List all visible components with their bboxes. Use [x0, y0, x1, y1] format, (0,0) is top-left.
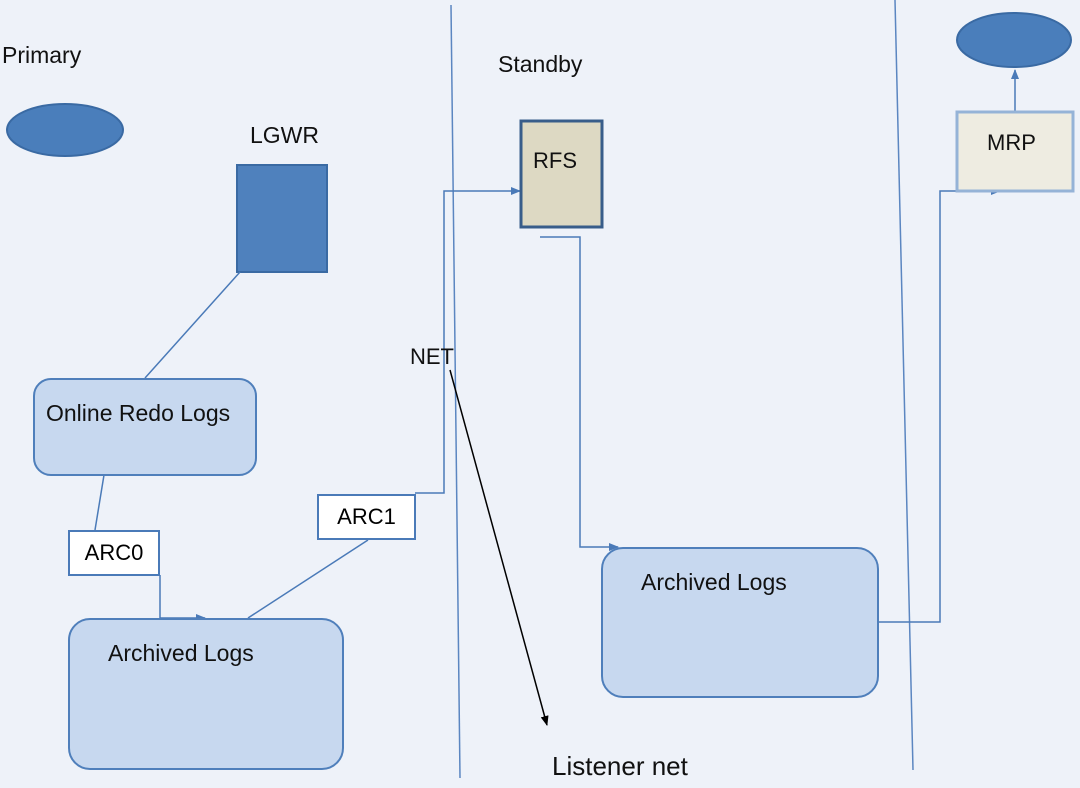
mrp-box	[955, 110, 1075, 193]
net-label: NET	[410, 344, 454, 369]
arc1-box: ARC1	[317, 494, 416, 540]
primary-archived-logs-box: Archived Logs	[68, 618, 344, 770]
arc1-label: ARC1	[337, 504, 396, 529]
online-redo-logs-box: Online Redo Logs	[33, 378, 257, 476]
primary-section-label: Primary	[2, 42, 82, 68]
standby-archived-to-mrp-line	[878, 187, 1001, 623]
arc0-label: ARC0	[84, 540, 144, 565]
online-redo-to-arc0-line	[94, 474, 105, 531]
rfs-box	[519, 119, 604, 229]
mrp-label: MRP	[987, 130, 1036, 155]
lgwr-label: LGWR	[250, 122, 319, 148]
divider-standby-apply	[894, 0, 914, 771]
standby-section-label: Standby	[498, 51, 583, 77]
online-redo-logs-label: Online Redo Logs	[46, 400, 231, 426]
rfs-label: RFS	[533, 148, 577, 173]
standby-archived-logs-label: Archived Logs	[641, 569, 787, 595]
arc0-to-archived-line	[159, 575, 206, 622]
net-to-listener-arrow	[449, 369, 549, 726]
primary-database-icon	[6, 103, 124, 157]
arc1-to-rfs-line	[415, 187, 521, 494]
lgwr-box	[236, 164, 328, 273]
standby-archived-logs-box: Archived Logs	[601, 547, 879, 698]
rfs-to-standby-archived-line	[540, 236, 619, 551]
primary-archived-logs-label: Archived Logs	[108, 640, 254, 666]
lgwr-to-online-redo-line	[144, 271, 241, 379]
listener-net-label: Listener net	[552, 751, 688, 781]
arc0-box: ARC0	[68, 530, 160, 576]
archived-to-arc1-line	[247, 539, 369, 619]
standby-database-icon	[956, 12, 1072, 68]
